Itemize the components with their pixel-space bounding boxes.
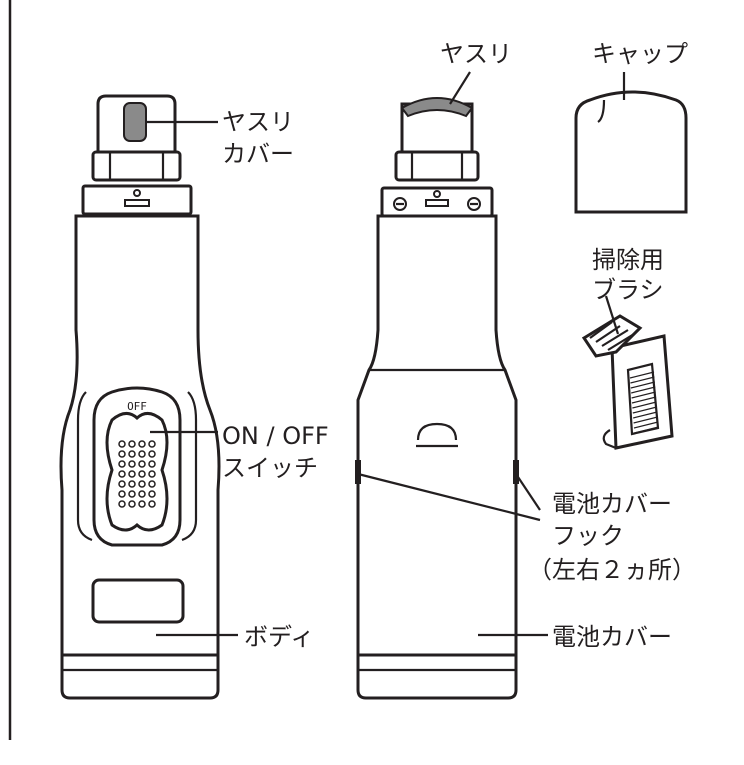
hatch-line	[634, 426, 659, 434]
battery-cover-notch	[416, 422, 458, 441]
hatch-line	[631, 386, 656, 394]
brush-foot	[602, 429, 617, 450]
switch-off-text: OFF	[127, 400, 147, 413]
file-head-top	[400, 97, 474, 118]
switch-dot	[138, 440, 146, 448]
switch-dot	[138, 460, 146, 468]
brush-hatch	[626, 362, 660, 436]
label-file: ヤスリ	[440, 40, 512, 68]
hatch-line	[632, 401, 657, 409]
cleaning-brush	[581, 314, 674, 450]
hatch-line	[630, 376, 655, 384]
label-body: ボディ	[244, 623, 314, 651]
cap-highlight	[597, 99, 606, 123]
switch-dot	[128, 460, 136, 468]
switch-dot	[118, 480, 126, 488]
file-collar	[91, 150, 182, 182]
switch-dots	[118, 440, 156, 508]
leader-brush	[604, 295, 620, 335]
switch-dot	[148, 450, 156, 458]
switch-dot	[128, 450, 136, 458]
switch-dot	[148, 470, 156, 478]
label-brush-2: ブラシ	[592, 276, 664, 304]
switch-dot	[128, 440, 136, 448]
neck-dot	[133, 189, 141, 197]
leader-hook-right	[515, 473, 541, 511]
switch-dot	[128, 500, 136, 508]
hook-left	[355, 460, 361, 484]
switch-dot	[138, 500, 146, 508]
label-file-cover-1: ヤスリ	[222, 108, 294, 136]
label-cap: キャップ	[592, 40, 688, 68]
hook-right	[513, 460, 519, 484]
grip-right	[181, 391, 198, 542]
switch-dot	[138, 490, 146, 498]
neck-slot	[124, 199, 150, 207]
label-hook-3: （左右２ヵ所）	[528, 556, 696, 584]
label-on-off-1: ON / OFF	[222, 422, 329, 450]
hatch-line	[633, 416, 658, 424]
switch-dot	[118, 490, 126, 498]
switch-dot	[128, 490, 136, 498]
body-window	[91, 578, 185, 624]
hatch-line	[629, 371, 655, 379]
label-brush-1: 掃除用	[592, 246, 664, 274]
switch-dot	[118, 450, 126, 458]
grip-left	[76, 391, 93, 542]
switch-dot	[148, 460, 156, 468]
cap	[574, 90, 688, 214]
switch-dot	[118, 470, 126, 478]
device-back	[355, 97, 519, 700]
switch-dot	[148, 480, 156, 488]
hatch-line	[631, 396, 657, 404]
device-front: OFF	[59, 94, 221, 700]
switch-dot	[118, 500, 126, 508]
file-collar-back	[394, 150, 480, 182]
switch-dot	[148, 440, 156, 448]
hatch-line	[633, 411, 658, 419]
device-base-back	[356, 653, 518, 700]
switch-dot	[148, 490, 156, 498]
hatch-line	[632, 406, 657, 414]
switch-dot	[128, 470, 136, 478]
hatch-line	[630, 381, 655, 389]
label-file-cover-2: カバー	[222, 140, 294, 168]
neck-dot-back	[433, 190, 441, 198]
device-base	[60, 653, 220, 700]
file-cover-window	[123, 102, 147, 142]
label-on-off-2: スイッチ	[222, 454, 318, 482]
leader-hook-left	[357, 472, 541, 522]
switch-dot	[138, 450, 146, 458]
neck-slot-back	[425, 199, 449, 207]
switch-dot	[138, 480, 146, 488]
switch-dot	[118, 460, 126, 468]
device-body-back	[356, 214, 518, 657]
switch-dot	[118, 440, 126, 448]
label-battery-cover: 電池カバー	[552, 623, 672, 651]
label-hook-2: フック	[552, 522, 624, 550]
switch-dot	[128, 480, 136, 488]
switch-dot	[148, 500, 156, 508]
leader-file	[449, 71, 471, 105]
switch-dot	[138, 470, 146, 478]
hatch-line	[631, 391, 656, 399]
label-hook-1: 電池カバー	[552, 490, 672, 518]
hatch-line	[633, 421, 659, 429]
brush-hatch-lines	[629, 371, 659, 434]
